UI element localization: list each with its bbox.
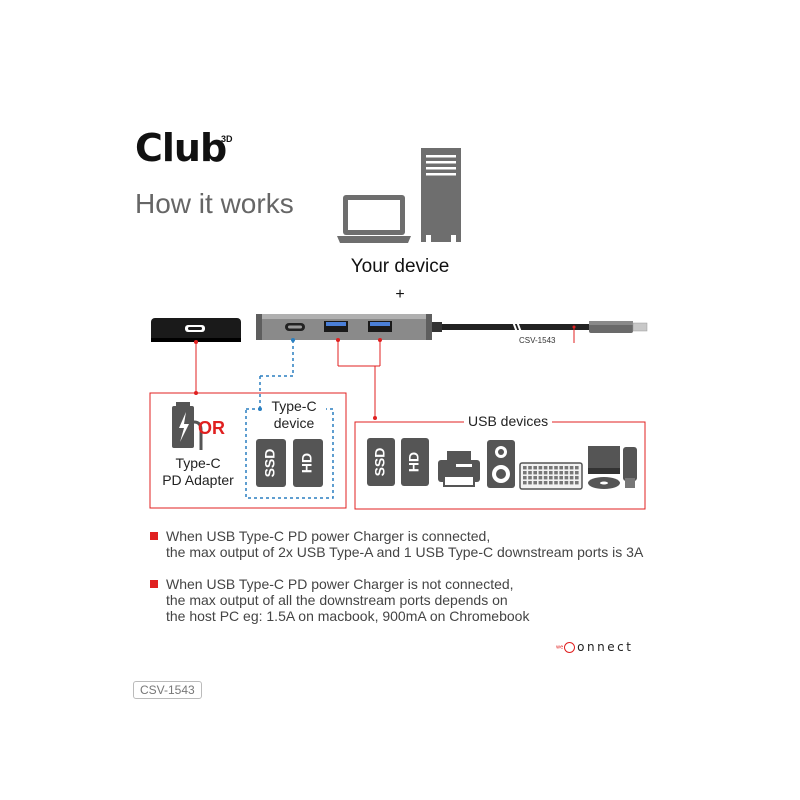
pd-adapter-label: Type-C PD Adapter xyxy=(150,455,246,489)
keyboard-key xyxy=(528,471,532,475)
typec-device-label: Type-C device xyxy=(262,398,326,432)
keyboard-key xyxy=(538,476,543,480)
keyboard-key xyxy=(543,481,548,485)
keyboard-key xyxy=(533,466,537,470)
keyboard-key xyxy=(543,476,548,480)
keyboard-key xyxy=(533,476,537,480)
keyboard-key xyxy=(554,476,558,480)
your-device-label: Your device xyxy=(350,256,450,277)
keyboard-key xyxy=(543,471,548,475)
speaker-icon xyxy=(487,440,515,488)
keyboard-key xyxy=(523,471,527,475)
keyboard-key xyxy=(538,471,543,475)
cable-model-label: CSV-1543 xyxy=(519,336,556,345)
typec-device-line1: Type-C xyxy=(271,398,317,414)
pd-adapter-line1: Type-C xyxy=(175,455,221,471)
power-box xyxy=(149,392,347,509)
ssd-icon: SSD xyxy=(367,438,395,486)
keyboard-key xyxy=(564,476,569,480)
keyboard-key xyxy=(575,481,579,485)
keyboard-icon xyxy=(519,462,583,490)
keyboard-key xyxy=(569,481,574,485)
keyboard-key xyxy=(523,476,527,480)
keyboard-key xyxy=(538,481,543,485)
keyboard-key xyxy=(533,481,537,485)
hdd-icon: HD xyxy=(401,438,429,486)
pd-adapter-line2: PD Adapter xyxy=(162,472,234,488)
model-tag: CSV-1543 xyxy=(133,681,202,699)
usb-hub xyxy=(256,314,442,340)
keyboard-key xyxy=(559,471,563,475)
keyboard-key xyxy=(575,476,579,480)
brand-name: Club xyxy=(135,126,227,170)
or-label: OR xyxy=(198,418,225,438)
keyboard-key xyxy=(564,481,569,485)
note-line: the max output of 2x USB Type-A and 1 US… xyxy=(166,544,644,560)
keyboard-key xyxy=(564,466,569,470)
ssd-label: SSD xyxy=(262,449,278,478)
typec-dashed-lines xyxy=(245,340,334,499)
keyboard-key xyxy=(549,471,553,475)
keyboard-key xyxy=(549,481,553,485)
charger-icon xyxy=(172,402,203,450)
usb-stick-icon xyxy=(623,447,637,488)
laptop-icon xyxy=(337,195,411,243)
optical-drive-icon xyxy=(588,446,620,489)
note-line: When USB Type-C PD power Charger is not … xyxy=(166,576,514,592)
keyboard-key xyxy=(549,466,553,470)
keyboard-key xyxy=(543,466,548,470)
connector-lines xyxy=(195,340,381,418)
brand-superscript: 3D xyxy=(221,134,233,144)
page-title: How it works xyxy=(135,188,294,219)
weconnect-prefix: we xyxy=(556,644,564,651)
keyboard-key xyxy=(523,481,527,485)
c-circle-icon xyxy=(564,642,576,653)
keyboard-key xyxy=(554,481,558,485)
hdd-icon: HD xyxy=(293,439,323,487)
ssd-icon: SSD xyxy=(256,439,286,487)
keyboard-key xyxy=(564,471,569,475)
keyboard-key xyxy=(533,471,537,475)
keyboard-key xyxy=(528,466,532,470)
bullet-square-icon xyxy=(150,580,158,588)
keyboard-key xyxy=(575,466,579,470)
charger-device xyxy=(151,318,241,342)
keyboard-key xyxy=(554,466,558,470)
keyboard-key xyxy=(554,471,558,475)
desktop-tower-icon xyxy=(421,148,461,242)
bullet-square-icon xyxy=(150,532,158,540)
usb-c-cable xyxy=(442,318,648,343)
keyboard-key xyxy=(549,476,553,480)
keyboard-key xyxy=(569,471,574,475)
note-line: the max output of all the downstream por… xyxy=(166,592,508,608)
note-line: When USB Type-C PD power Charger is conn… xyxy=(166,528,491,544)
weconnect-word: onnect xyxy=(577,640,634,654)
note-item: When USB Type-C PD power Charger is not … xyxy=(150,576,529,624)
keyboard-key xyxy=(528,476,532,480)
keyboard-key xyxy=(538,466,543,470)
typec-device-line2: device xyxy=(273,415,315,431)
printer-icon xyxy=(438,451,480,487)
keyboard-key xyxy=(559,481,563,485)
keyboard-key xyxy=(575,471,579,475)
keyboard-key xyxy=(569,466,574,470)
usb-devices-title: USB devices xyxy=(464,413,553,430)
hd-label: HD xyxy=(406,452,422,472)
hd-label: HD xyxy=(299,453,315,473)
note-line: the host PC eg: 1.5A on macbook, 900mA o… xyxy=(166,608,530,624)
keyboard-key xyxy=(528,481,532,485)
weconnect-logo: we onnect xyxy=(556,640,633,654)
keyboard-key xyxy=(569,476,574,480)
keyboard-key xyxy=(559,466,563,470)
note-item: When USB Type-C PD power Charger is conn… xyxy=(150,528,643,560)
keyboard-key xyxy=(559,476,563,480)
keyboard-key xyxy=(523,466,527,470)
ssd-label: SSD xyxy=(372,448,388,477)
plus-sign: + xyxy=(395,286,405,303)
